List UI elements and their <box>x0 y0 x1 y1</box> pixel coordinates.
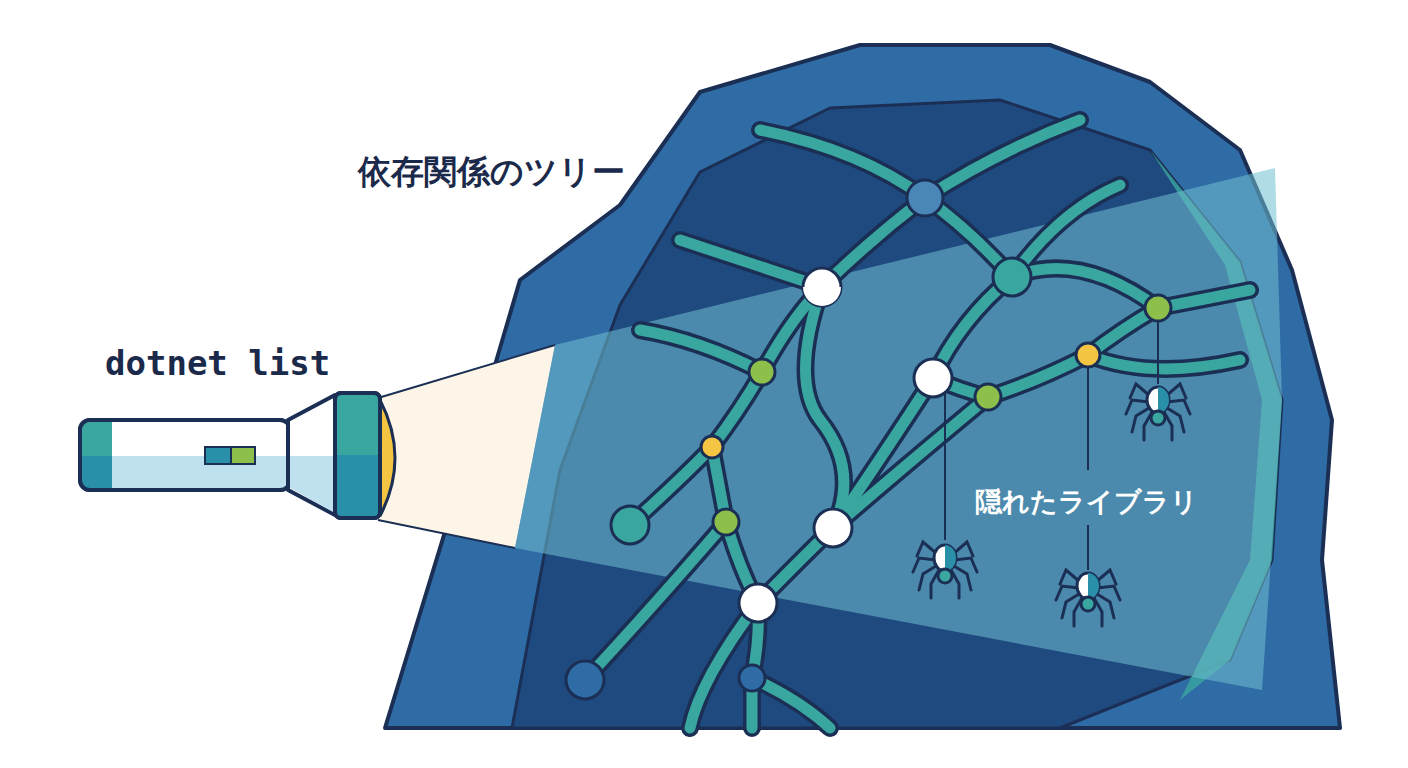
tree-label: 依存関係のツリー <box>358 150 625 195</box>
command-label: dotnet list <box>105 343 330 383</box>
hidden-library-label: 隠れたライブラリ <box>975 484 1198 520</box>
